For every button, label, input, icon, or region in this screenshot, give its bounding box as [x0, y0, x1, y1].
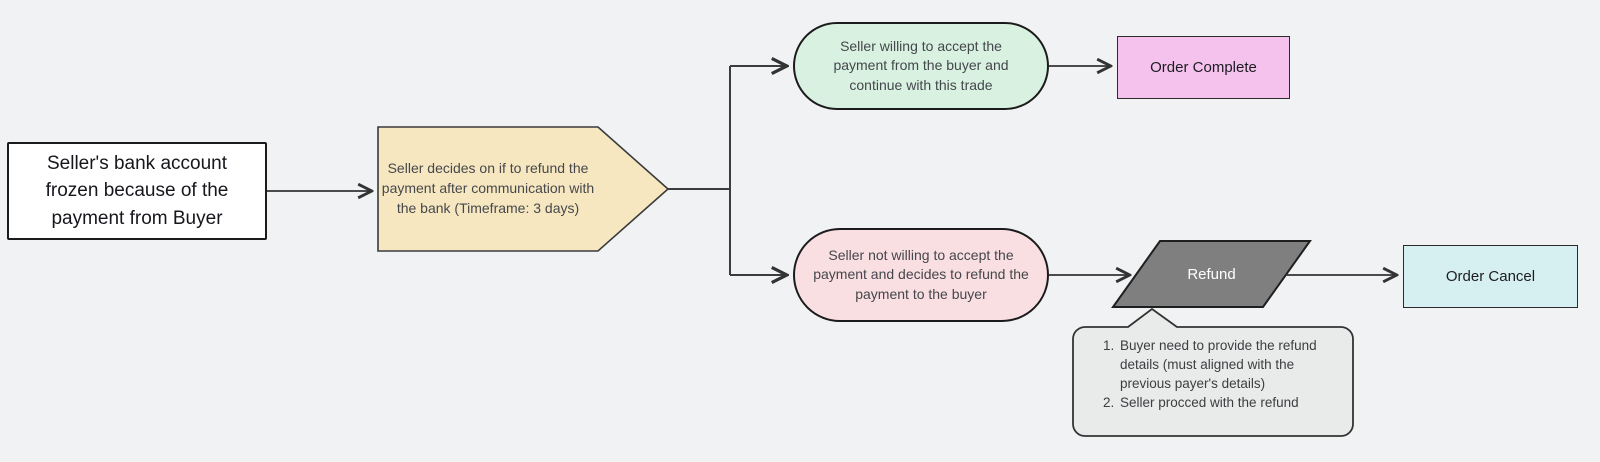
decision-pentagon-shape: [377, 126, 670, 252]
node-order-complete-label: Order Complete: [1150, 59, 1257, 76]
node-start-label: Seller's bank account frozen because of …: [45, 152, 229, 229]
node-order-cancel: Order Cancel: [1403, 245, 1578, 308]
node-refund-note: Buyer need to provide the refund details…: [1073, 327, 1353, 436]
node-accept-branch-label: Seller willing to accept the payment fro…: [833, 37, 1009, 93]
node-order-cancel-label: Order Cancel: [1445, 268, 1536, 285]
refund-parallelogram-shape: [1111, 240, 1312, 308]
refund-note-callout-shape: [1072, 308, 1354, 437]
node-refuse-branch-label: Seller not willing to accept the payment…: [813, 246, 1029, 302]
node-order-complete: Order Complete: [1117, 36, 1290, 99]
node-start: Seller's bank account frozen because of …: [7, 142, 267, 240]
node-decision-label: Seller decides on if to refund the payme…: [381, 160, 595, 216]
node-refund: Refund: [1151, 241, 1272, 307]
edge-decision-branch-trunk: [668, 66, 731, 275]
refund-note-item: Seller procced with the refund: [1118, 394, 1325, 413]
refund-note-list: Buyer need to provide the refund details…: [1073, 337, 1353, 413]
refund-note-item: Buyer need to provide the refund details…: [1118, 337, 1325, 394]
node-refund-label: Refund: [1187, 265, 1236, 283]
node-refuse-branch: Seller not willing to accept the payment…: [793, 228, 1049, 322]
node-accept-branch: Seller willing to accept the payment fro…: [793, 22, 1049, 110]
node-decision: Seller decides on if to refund the payme…: [380, 127, 596, 251]
